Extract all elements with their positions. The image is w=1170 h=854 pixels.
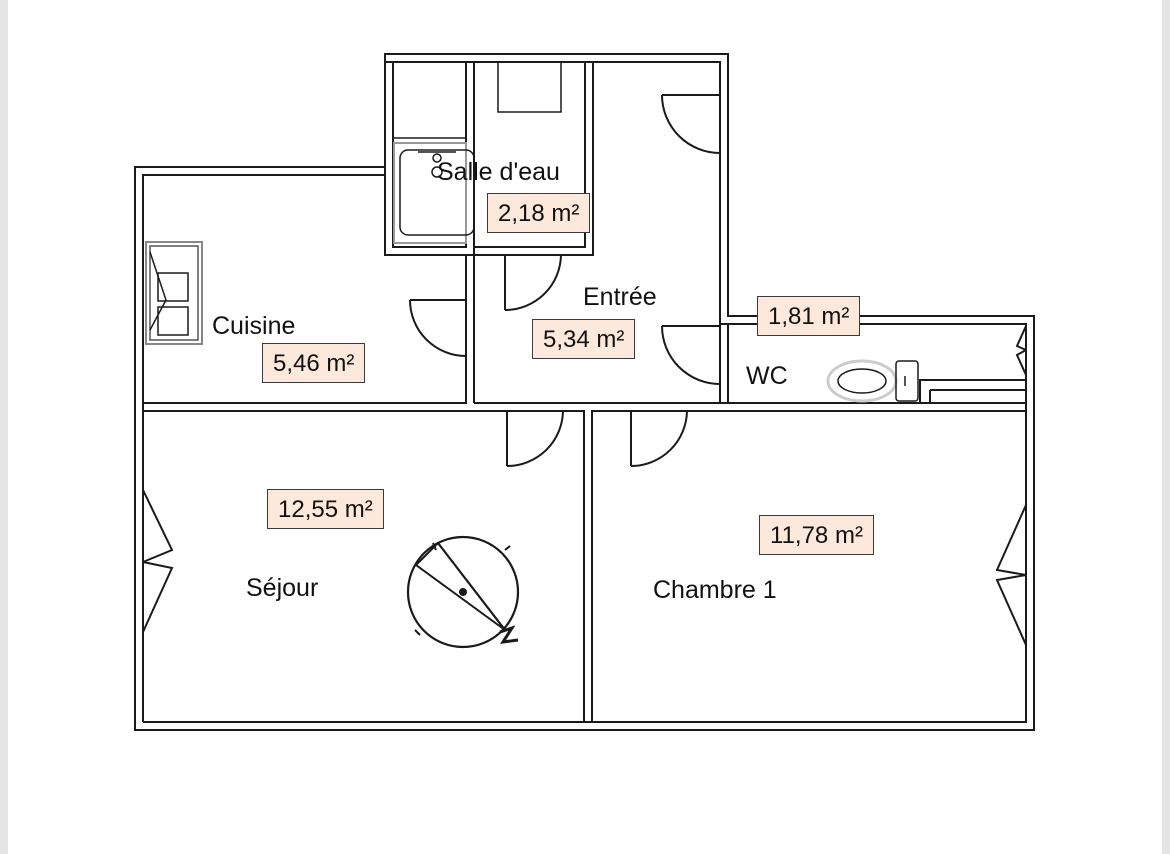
area-badge-chambre1: 11,78 m² [759,515,874,555]
toilet-icon [826,359,919,403]
windows [142,325,1027,646]
area-badge-wc: 1,81 m² [757,296,861,336]
room-label-entree: Entrée [583,283,657,311]
room-label-cuisine: Cuisine [212,312,296,340]
area-badge-sejour: 12,55 m² [267,489,384,529]
cupboard-salle-deau [392,61,562,139]
room-label-wc: WC [746,362,788,390]
room-label-salle-deau: Salle d'eau [437,158,560,186]
kitchen-sink-icon [145,241,203,345]
north-arrow-compass-icon [406,535,520,649]
page-frame-right [1162,0,1170,854]
area-badge-entree: 5,34 m² [532,319,636,359]
area-badge-cuisine: 5,46 m² [262,343,366,383]
room-label-chambre1: Chambre 1 [653,576,777,604]
room-label-sejour: Séjour [246,574,319,602]
doors [409,94,721,467]
area-badge-salle-deau: 2,18 m² [487,193,591,233]
shower-tray-icon [393,142,475,244]
outer-walls [134,53,1035,731]
page-frame-left [0,0,8,854]
